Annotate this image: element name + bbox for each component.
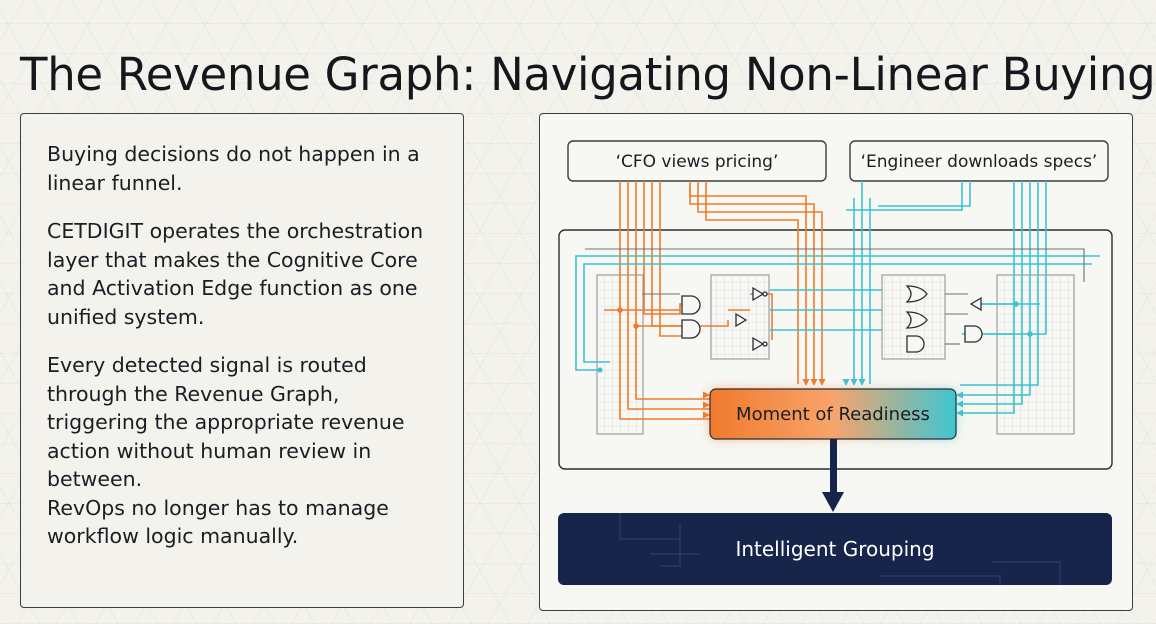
diagram-canvas: ‘CFO views pricing’ ‘Engineer downloads … <box>558 140 1113 585</box>
signal-box-cfo <box>567 140 827 182</box>
buffer-gate-1 <box>752 286 765 302</box>
dark-signal-wires <box>585 248 1085 345</box>
not-gate-right <box>969 296 982 312</box>
grouping-bar <box>558 513 1112 585</box>
signal-label-cfo: ‘CFO views pricing’ <box>616 152 779 172</box>
buffer-gate-3 <box>752 336 765 352</box>
teal-signal-wires <box>575 181 1100 414</box>
paragraph-routing: Every detected signal is routed through … <box>47 353 405 491</box>
and-gate-2 <box>681 319 701 339</box>
grouping-bar-traces <box>619 513 1061 585</box>
teal-arrowheads <box>842 379 963 417</box>
paragraph-revops: RevOps no longer has to manage workflow … <box>47 495 389 549</box>
orange-arrowheads <box>703 379 826 419</box>
and-gate-4 <box>964 325 983 343</box>
and-gate-1 <box>681 295 701 315</box>
module-right <box>996 274 1075 435</box>
buffer-gate-3-bubble <box>762 341 768 347</box>
or-gate-1 <box>905 285 928 303</box>
wire-junctions <box>597 301 1033 373</box>
readiness-node-label: Moment of Readiness <box>736 404 930 425</box>
or-gate-2 <box>905 311 928 329</box>
flow-arrow-shaft <box>830 439 837 494</box>
and-gate-3 <box>906 335 925 353</box>
description-panel: Buying decisions do not happen in a line… <box>20 113 464 608</box>
signal-box-engineer <box>849 140 1109 182</box>
signal-label-engineer: ‘Engineer downloads specs’ <box>861 152 1098 172</box>
page-title: The Revenue Graph: Navigating Non-Linear… <box>20 48 1156 102</box>
flow-arrow-head <box>822 492 844 512</box>
revenue-graph-diagram: ‘CFO views pricing’ ‘Engineer downloads … <box>539 113 1133 611</box>
buffer-gate-2 <box>735 312 748 328</box>
logic-gates <box>681 285 983 353</box>
paragraph-orchestration: CETDIGIT operates the orchestration laye… <box>47 219 424 329</box>
paragraph-funnel: Buying decisions do not happen in a line… <box>47 142 420 195</box>
buffer-gate-1-bubble <box>762 291 768 297</box>
